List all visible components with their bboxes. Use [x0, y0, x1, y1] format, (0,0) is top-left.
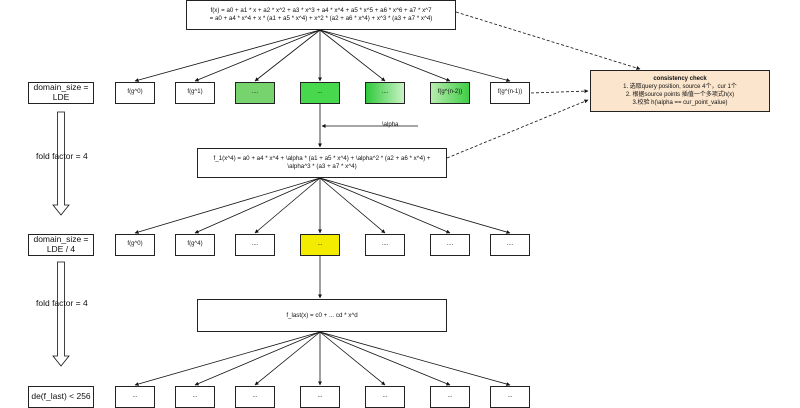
edge-mid-to-consistency	[446, 99, 589, 159]
row1-cell-1: f(g^1)	[175, 82, 215, 104]
last-polynomial-text: f_last(x) = c0 + ... cd * x^d	[286, 311, 358, 319]
edge-top-to-row1-0	[134, 29, 321, 82]
edge-last-to-row3-4	[319, 331, 386, 386]
fold-factor-label-1: fold factor = 4	[36, 151, 88, 161]
edge-mid-to-row2-5	[319, 177, 451, 234]
row1-cell-3: ...	[300, 82, 340, 104]
edge-last-to-row3-0	[134, 331, 321, 386]
edges	[134, 11, 641, 386]
edge-top-to-consistency	[455, 11, 641, 70]
row1-domain-label-line2: LDE	[52, 92, 70, 102]
edge-last-to-row3-1	[194, 331, 321, 386]
edge-mid-to-row2-0	[134, 177, 321, 234]
fold-arrows	[52, 111, 70, 367]
consistency-check-step3: 3.校验 h(\alpha == cur_point_value)	[632, 100, 728, 107]
consistency-check-title: consistency check	[653, 75, 707, 82]
edge-top-to-row1-2	[254, 29, 321, 82]
edge-last-to-row3-2	[254, 331, 321, 386]
fold-arrow-1	[52, 111, 70, 216]
edge-mid-to-row2-6	[319, 177, 511, 234]
row3-degree-label-text: de(f_last) < 256	[31, 391, 91, 402]
edge-mid-to-row2-1	[194, 177, 321, 234]
row2-cell-1: f(g^4)	[175, 234, 215, 256]
row2-domain-label: domain_size = LDE / 4	[28, 234, 94, 256]
row2-cell-3: ...	[300, 234, 340, 256]
row1-cell-6: f(g^(n-1))	[490, 82, 530, 104]
consistency-check-step2: 2. 根据source points 插值一个多项式h(x)	[625, 92, 735, 98]
row1-domain-label-line1: domain_size =	[33, 82, 89, 93]
consistency-check-step1: 1. 选取query position, source 4个，cur 1个	[623, 83, 737, 90]
edge-mid-to-row2-4	[319, 177, 386, 234]
top-polynomial-box: f(x) = a0 + a1 * x + a2 * x^2 + a3 * x^3…	[186, 0, 456, 30]
edge-top-to-row1-1	[194, 29, 321, 82]
row2-domain-label-line2: LDE / 4	[46, 244, 76, 254]
row2-cell-4: ....	[365, 234, 405, 256]
row1-cell-2: ....	[235, 82, 275, 104]
edge-top-to-row1-6	[319, 29, 511, 82]
edge-top-to-row1-4	[319, 29, 386, 82]
folded-polynomial-line2: \alpha^3 * (a3 + a7 * x^4)	[287, 163, 357, 170]
row2-cell-6: ....	[490, 234, 530, 256]
row1-cell-4: ....	[365, 82, 405, 104]
edge-top-to-row1-5	[319, 29, 451, 82]
fold-factor-label-2: fold factor = 4	[36, 298, 88, 308]
consistency-check-box: consistency check 1. 选取query position, s…	[590, 70, 770, 112]
row2-domain-label-line1: domain_size =	[33, 234, 89, 245]
edge-row1-to-consistency	[530, 89, 589, 94]
folded-polynomial-box: f_1(x^4) = a0 + a4 * x^4 + \alpha * (a1 …	[197, 148, 447, 178]
alpha-label: \alpha	[382, 122, 399, 128]
edge-last-to-row3-6	[319, 331, 511, 386]
top-polynomial-line2: = a0 + a4 * x^4 + x * (a1 + a5 * x^4) + …	[209, 15, 433, 22]
top-polynomial-line1: f(x) = a0 + a1 * x + a2 * x^2 + a3 * x^3…	[210, 7, 432, 15]
edge-mid-to-row2-2	[254, 177, 321, 234]
folded-polynomial-line1: f_1(x^4) = a0 + a4 * x^4 + \alpha * (a1 …	[213, 155, 431, 163]
row1-cell-0: f(g^0)	[115, 82, 155, 104]
edge-last-to-row3-5	[319, 331, 451, 386]
row1-cell-5: f(g^(n-2))	[430, 82, 470, 104]
last-polynomial-box: f_last(x) = c0 + ... cd * x^d	[197, 299, 447, 332]
row3-cell-4: ...	[365, 386, 405, 408]
row2-cell-2: ....	[235, 234, 275, 256]
row2-cell-5: ....	[430, 234, 470, 256]
row2-cell-0: f(g^0)	[115, 234, 155, 256]
row1-domain-label: domain_size = LDE	[28, 82, 94, 104]
fold-arrow-2	[52, 261, 70, 367]
